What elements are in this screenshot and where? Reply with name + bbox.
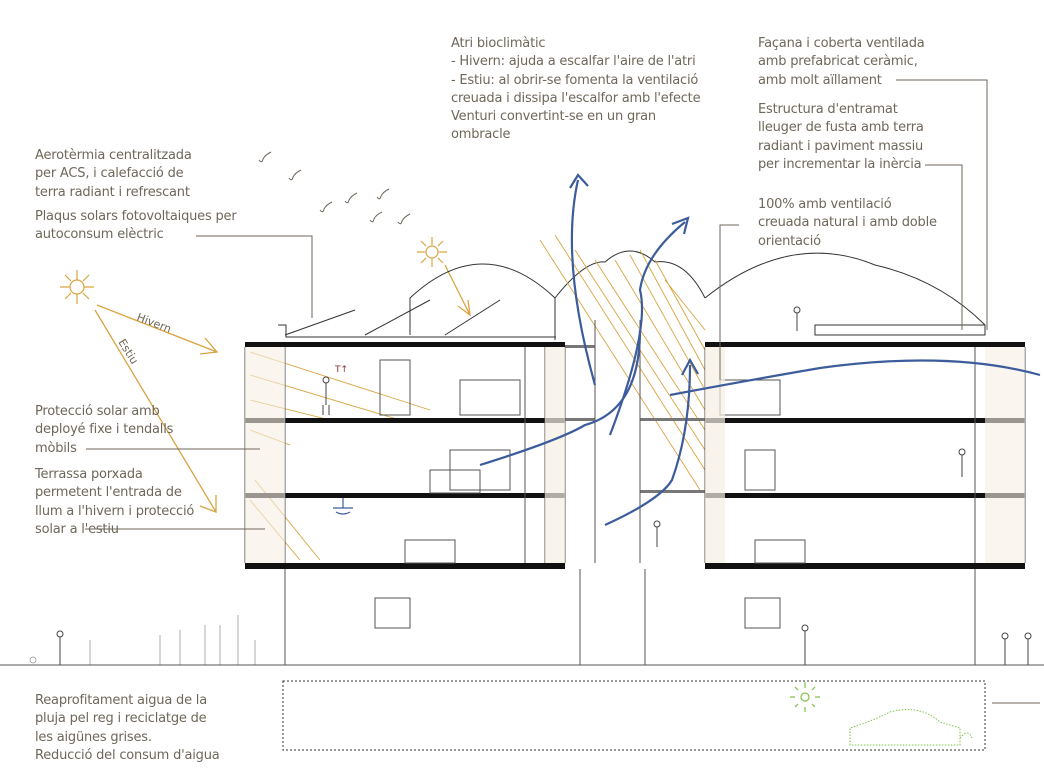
aerothermal-annotation: Aerotèrmia centralitzada per ACS, i cale… — [35, 147, 192, 202]
ventilation-annotation-line: creuada natural i amb doble — [758, 215, 937, 231]
birds-icon — [258, 151, 411, 225]
water-annotation: Reaprofitament aigua de la pluja pel reg… — [35, 692, 220, 765]
solar-panels-annotation-line: autoconsum elèctric — [35, 227, 164, 243]
atrium-annotation: Atri bioclimàtic - Hivern: ajuda a escal… — [451, 35, 701, 145]
atrium-annotation-line: - Hivern: ajuda a escalfar l'aire de l'a… — [451, 54, 696, 70]
thermostat-icon: T↑ — [334, 365, 348, 375]
roof-domes — [278, 250, 986, 340]
solar-protection-annotation-line: deployé fixe i tendalls — [35, 422, 174, 438]
atrium-annotation-line: - Estiu: al obrir-se fomenta la ventilac… — [451, 72, 699, 88]
ventilation-annotation: 100% amb ventilació creuada natural i am… — [758, 196, 937, 251]
light-bulb-icon — [790, 682, 820, 712]
aerothermal-annotation-line: terra radiant i refrescant — [35, 184, 190, 200]
aerothermal-annotation-line: Aerotèrmia centralitzada — [35, 148, 192, 163]
structure-annotation-line: radiant i paviment massiu — [758, 138, 924, 154]
solar-panels-annotation-line: Plaqus solars fotovoltaiques per — [35, 209, 237, 224]
terrace-annotation-line: llum a l'hivern i protecció — [35, 503, 195, 519]
atrium-annotation-line: Venturi convertint-se en un gran — [451, 109, 656, 125]
water-annotation-line: les aigünes grises. — [35, 729, 152, 745]
air-flow-arrows — [479, 173, 1041, 527]
winter-ray-label: Hivern — [135, 311, 173, 336]
facade-annotation-line: amb molt aïllament — [758, 72, 882, 88]
water-annotation-line: Reaprofitament aigua de la — [35, 693, 207, 708]
terrace-annotation-line: solar a l'estiu — [35, 521, 119, 537]
terrace-annotation: Terrassa porxada permetent l'entrada de … — [35, 466, 194, 539]
structure-annotation-line: per incrementar la inèrcia — [758, 156, 922, 172]
terrace-annotation-line: Terrassa porxada — [35, 467, 143, 482]
structure-annotation-line: Estructura d'entramat — [758, 102, 898, 117]
sun-icon — [417, 237, 447, 267]
facade-annotation-line: Façana i coberta ventilada — [758, 36, 925, 51]
terrace-annotation-line: permetent l'entrada de — [35, 485, 182, 501]
facade-annotation-line: amb prefabricat ceràmic, — [758, 54, 918, 70]
facade-annotation: Façana i coberta ventilada amb prefabric… — [758, 35, 925, 90]
structure-annotation: Estructura d'entramat lleuger de fusta a… — [758, 101, 924, 174]
solar-protection-annotation-line: Protecció solar amb — [35, 404, 160, 419]
trees-icons — [29, 615, 256, 665]
atrium-annotation-line: Atri bioclimàtic — [451, 36, 546, 51]
rainwater-tank — [282, 680, 986, 751]
water-annotation-line: Reducció del consum d'aigua — [35, 747, 220, 763]
atrium-sun-hatching — [249, 234, 706, 561]
atrium-annotation-line: ombracle — [451, 127, 511, 143]
people-icons — [56, 306, 1032, 665]
water-annotation-line: pluja pel reg i reciclatge de — [35, 711, 207, 727]
solar-panels-annotation: Plaqus solars fotovoltaiques per autocon… — [35, 208, 237, 245]
solar-protection-annotation-line: mòbils — [35, 440, 77, 456]
ventilation-annotation-line: 100% amb ventilació — [758, 197, 892, 212]
structure-annotation-line: lleuger de fusta amb terra — [758, 120, 924, 136]
sun-ray-arrows — [94, 264, 471, 513]
solar-protection-annotation: Protecció solar amb deployé fixe i tenda… — [35, 403, 173, 458]
electric-car-icon — [849, 709, 973, 746]
building-structure — [244, 320, 1026, 665]
annotation-leader-lines — [85, 79, 1040, 704]
sun-icon — [60, 270, 94, 304]
ventilation-annotation-line: orientació — [758, 233, 821, 249]
ceiling-fan-icon — [333, 498, 353, 515]
aerothermal-annotation-line: per ACS, i calefacció de — [35, 166, 184, 182]
atrium-annotation-line: creuada i dissipa l'escalfor amb l'efect… — [451, 90, 701, 106]
